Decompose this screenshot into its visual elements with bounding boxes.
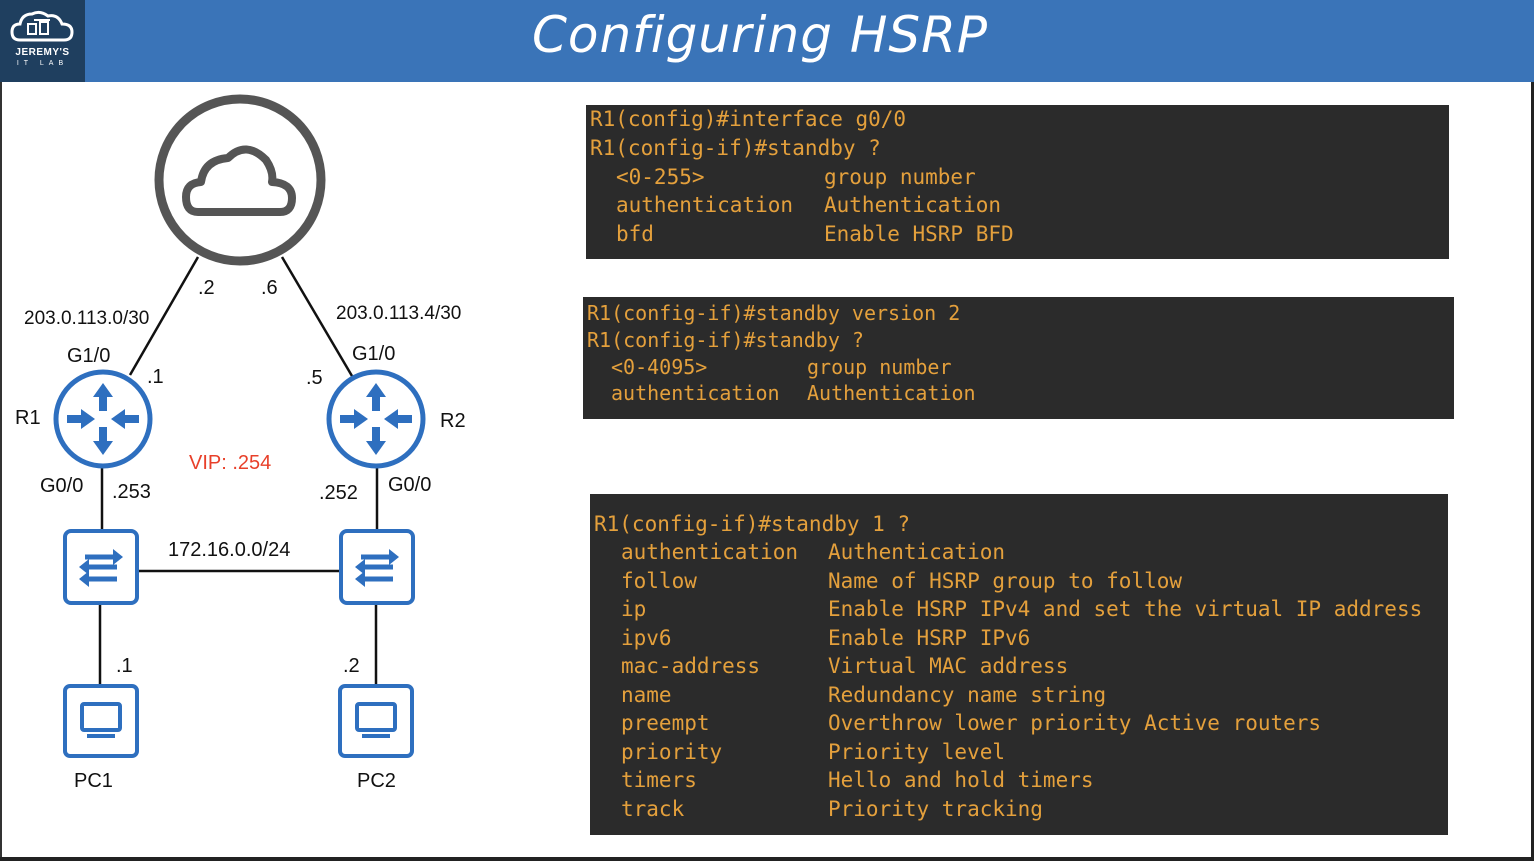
net-right-label: 203.0.113.4/30: [336, 303, 461, 324]
option-desc: Priority tracking: [828, 797, 1043, 821]
logo: JEREMY'S IT LAB: [0, 0, 85, 82]
terminal-line: R1(config-if)#standby 1 ?: [594, 512, 911, 536]
cloud-logo-icon: [10, 10, 74, 42]
option-desc: Overthrow lower priority Active routers: [828, 711, 1322, 735]
link-isp-r1: [128, 256, 200, 376]
option-cmd: authentication: [621, 540, 799, 564]
option-cmd: follow: [621, 569, 697, 593]
terminal-line: R1(config-if)#standby version 2: [587, 301, 961, 325]
internet-cloud-icon: [154, 94, 326, 266]
router-r2-icon: [326, 369, 426, 469]
option-desc: Virtual MAC address: [828, 654, 1069, 678]
router-r1-icon: [53, 369, 153, 469]
option-cmd: authentication: [616, 193, 794, 217]
option-desc: Authentication: [807, 381, 976, 405]
option-desc: group number: [807, 355, 952, 379]
left-border: [0, 82, 2, 861]
r1-wan-ip-label: .1: [147, 366, 164, 388]
logo-text: JEREMY'S: [15, 47, 70, 58]
page-title: Configuring HSRP: [531, 6, 989, 64]
option-desc: Authentication: [824, 193, 1002, 217]
switch-sw2-icon: [339, 529, 415, 605]
pc2-icon: [338, 684, 414, 758]
option-desc: Authentication: [828, 540, 1006, 564]
option-cmd: mac-address: [621, 654, 761, 678]
pc1-ip-label: .1: [116, 655, 133, 677]
option-desc: Priority level: [828, 740, 1006, 764]
option-desc: Enable HSRP BFD: [824, 222, 1014, 246]
option-cmd: <0-4095>: [611, 355, 708, 379]
isp-right-ip-label: .6: [261, 277, 278, 299]
terminal-output-3: R1(config-if)#standby 1 ? authentication…: [590, 494, 1448, 835]
option-cmd: timers: [621, 768, 697, 792]
option-cmd: priority: [621, 740, 723, 764]
r2-lan-ip-label: .252: [319, 482, 358, 504]
option-cmd: preempt: [621, 711, 710, 735]
option-desc: Enable HSRP IPv4 and set the virtual IP …: [828, 597, 1423, 621]
option-cmd: bfd: [616, 222, 654, 246]
terminal-line: R1(config-if)#standby ?: [590, 136, 881, 160]
vip-label: VIP: .254: [189, 452, 271, 474]
option-cmd: ipv6: [621, 626, 672, 650]
option-desc: Redundancy name string: [828, 683, 1107, 707]
option-cmd: <0-255>: [616, 165, 705, 189]
r2-wan-if-label: G1/0: [352, 343, 395, 365]
title-bar: JEREMY'S IT LAB Configuring HSRP: [0, 0, 1534, 82]
option-cmd: authentication: [611, 381, 780, 405]
bottom-border: [0, 857, 1534, 861]
option-desc: Hello and hold timers: [828, 768, 1094, 792]
r1-wan-if-label: G1/0: [67, 345, 110, 367]
pc2-ip-label: .2: [343, 655, 360, 677]
option-cmd: track: [621, 797, 685, 821]
option-desc: Name of HSRP group to follow: [828, 569, 1183, 593]
r2-lan-if-label: G0/0: [388, 474, 431, 496]
pc2-label: PC2: [357, 770, 396, 792]
r2-label: R2: [440, 410, 466, 432]
link-isp-r2: [280, 256, 354, 377]
lan-net-label: 172.16.0.0/24: [168, 539, 290, 561]
right-border: [1531, 82, 1534, 861]
net-left-label: 203.0.113.0/30: [24, 308, 149, 329]
terminal-line: R1(config)#interface g0/0: [590, 107, 907, 131]
terminal-line: R1(config-if)#standby ?: [587, 328, 864, 352]
r1-label: R1: [15, 407, 41, 429]
terminal-output-2: R1(config-if)#standby version 2 R1(confi…: [583, 297, 1454, 419]
terminal-output-1: R1(config)#interface g0/0 R1(config-if)#…: [586, 105, 1449, 259]
r2-wan-ip-label: .5: [306, 367, 323, 389]
option-desc: Enable HSRP IPv6: [828, 626, 1031, 650]
option-cmd: name: [621, 683, 672, 707]
r1-lan-if-label: G0/0: [40, 475, 83, 497]
r1-lan-ip-label: .253: [112, 481, 151, 503]
switch-sw1-icon: [63, 529, 139, 605]
network-diagram: .2 .6 203.0.113.0/30 203.0.113.4/30 G1/0…: [15, 94, 466, 792]
pc1-icon: [63, 684, 139, 758]
isp-left-ip-label: .2: [198, 277, 215, 299]
pc1-label: PC1: [74, 770, 113, 792]
option-cmd: ip: [621, 597, 647, 621]
option-desc: group number: [824, 165, 976, 189]
logo-subtext: IT LAB: [16, 60, 69, 67]
